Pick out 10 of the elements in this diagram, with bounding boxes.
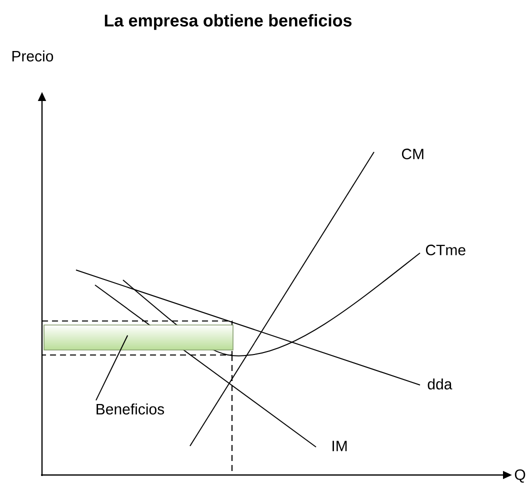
axis-label: Q: [514, 469, 526, 483]
curve-label: CM: [402, 148, 424, 160]
shaded-area: [44, 324, 234, 350]
callout-text: Beneficios: [96, 403, 164, 414]
curve-label: CTme: [426, 244, 466, 256]
leader-line: [96, 334, 128, 401]
title: La empresa obtiene beneficios: [104, 14, 352, 30]
axis-label: Precio: [12, 50, 54, 62]
curve-label: IM: [332, 440, 347, 452]
curve-label: dda: [428, 378, 452, 390]
